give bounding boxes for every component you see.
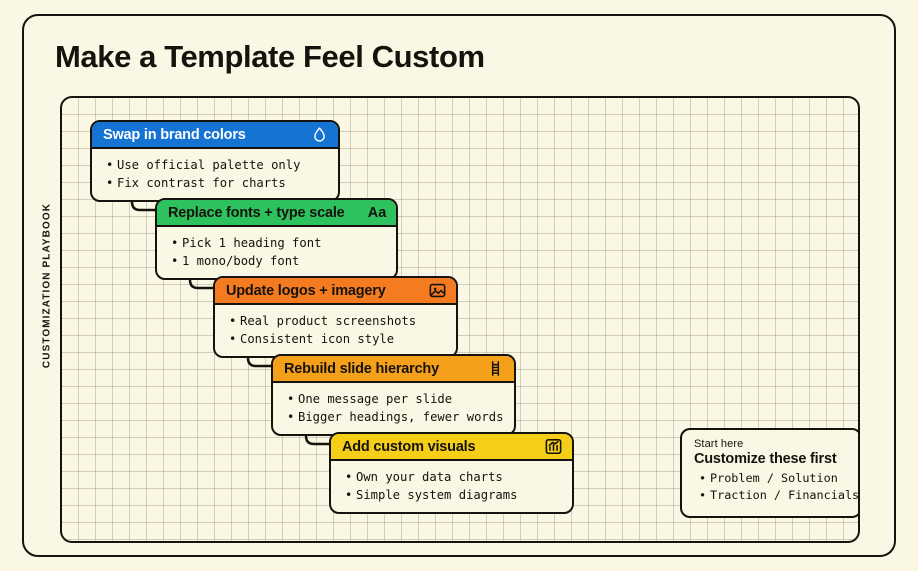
card-title: Replace fonts + type scale: [168, 204, 345, 221]
side-panel-heading: Customize these first: [694, 451, 837, 467]
list-item: •Traction / Financials: [699, 488, 860, 502]
list-item: •Bigger headings, fewer words: [287, 410, 504, 424]
bullet-text: Simple system diagrams: [356, 488, 518, 502]
side-panel-eyebrow: Start here: [694, 438, 744, 450]
list-item: •Own your data charts: [345, 470, 503, 484]
list-item: •Real product screenshots: [229, 314, 417, 328]
bullet-text: Fix contrast for charts: [117, 176, 286, 190]
card-body: •Pick 1 heading font •1 mono/body font: [157, 227, 396, 278]
card-add-custom-visuals[interactable]: Add custom visuals •Own your data charts…: [329, 432, 574, 514]
card-body: •Use official palette only •Fix contrast…: [92, 149, 338, 200]
bullet-text: Own your data charts: [356, 470, 503, 484]
card-header: Update logos + imagery: [215, 278, 456, 305]
bar-chart-icon: [543, 437, 563, 457]
card-title: Swap in brand colors: [103, 126, 246, 143]
card-swap-in-brand-colors[interactable]: Swap in brand colors •Use official palet…: [90, 120, 340, 202]
typography-aa-icon: Aa: [367, 204, 387, 221]
list-item: •Pick 1 heading font: [171, 236, 322, 250]
side-label-customization-playbook: CUSTOMIZATION PLAYBOOK: [41, 202, 53, 369]
grid-board: Swap in brand colors •Use official palet…: [60, 96, 860, 543]
card-body: •Real product screenshots •Consistent ic…: [215, 305, 456, 356]
bullet-text: Problem / Solution: [710, 471, 838, 485]
card-header: Swap in brand colors: [92, 122, 338, 149]
bullet-text: Pick 1 heading font: [182, 236, 322, 250]
page-title: Make a Template Feel Custom: [55, 39, 485, 74]
list-item: •Fix contrast for charts: [106, 176, 286, 190]
list-item: •Simple system diagrams: [345, 488, 518, 502]
card-title: Update logos + imagery: [226, 282, 386, 299]
card-replace-fonts-type-scale[interactable]: Replace fonts + type scale Aa •Pick 1 he…: [155, 198, 398, 280]
card-body: •Own your data charts •Simple system dia…: [331, 461, 572, 512]
list-item: •Consistent icon style: [229, 332, 395, 346]
ladder-icon: [485, 359, 505, 379]
card-title: Rebuild slide hierarchy: [284, 360, 439, 377]
list-item: •One message per slide: [287, 392, 453, 406]
bullet-text: Use official palette only: [117, 158, 301, 172]
droplet-icon: [309, 125, 329, 145]
card-rebuild-slide-hierarchy[interactable]: Rebuild slide hierarchy •One message per…: [271, 354, 516, 436]
card-header: Add custom visuals: [331, 434, 572, 461]
bullet-text: Real product screenshots: [240, 314, 417, 328]
bullet-text: Consistent icon style: [240, 332, 395, 346]
list-item: •Problem / Solution: [699, 471, 838, 485]
list-item: •Use official palette only: [106, 158, 301, 172]
bullet-text: One message per slide: [298, 392, 453, 406]
side-panel-start-here[interactable]: Start here Customize these first •Proble…: [680, 428, 860, 518]
list-item: •1 mono/body font: [171, 254, 300, 268]
card-update-logos-imagery[interactable]: Update logos + imagery •Real product scr…: [213, 276, 458, 358]
card-header: Replace fonts + type scale Aa: [157, 200, 396, 227]
card-title: Add custom visuals: [342, 438, 476, 455]
bullet-text: 1 mono/body font: [182, 254, 300, 268]
bullet-text: Bigger headings, fewer words: [298, 410, 504, 424]
card-body: •One message per slide •Bigger headings,…: [273, 383, 514, 434]
card-header: Rebuild slide hierarchy: [273, 356, 514, 383]
image-icon: [427, 281, 447, 301]
bullet-text: Traction / Financials: [710, 488, 860, 502]
